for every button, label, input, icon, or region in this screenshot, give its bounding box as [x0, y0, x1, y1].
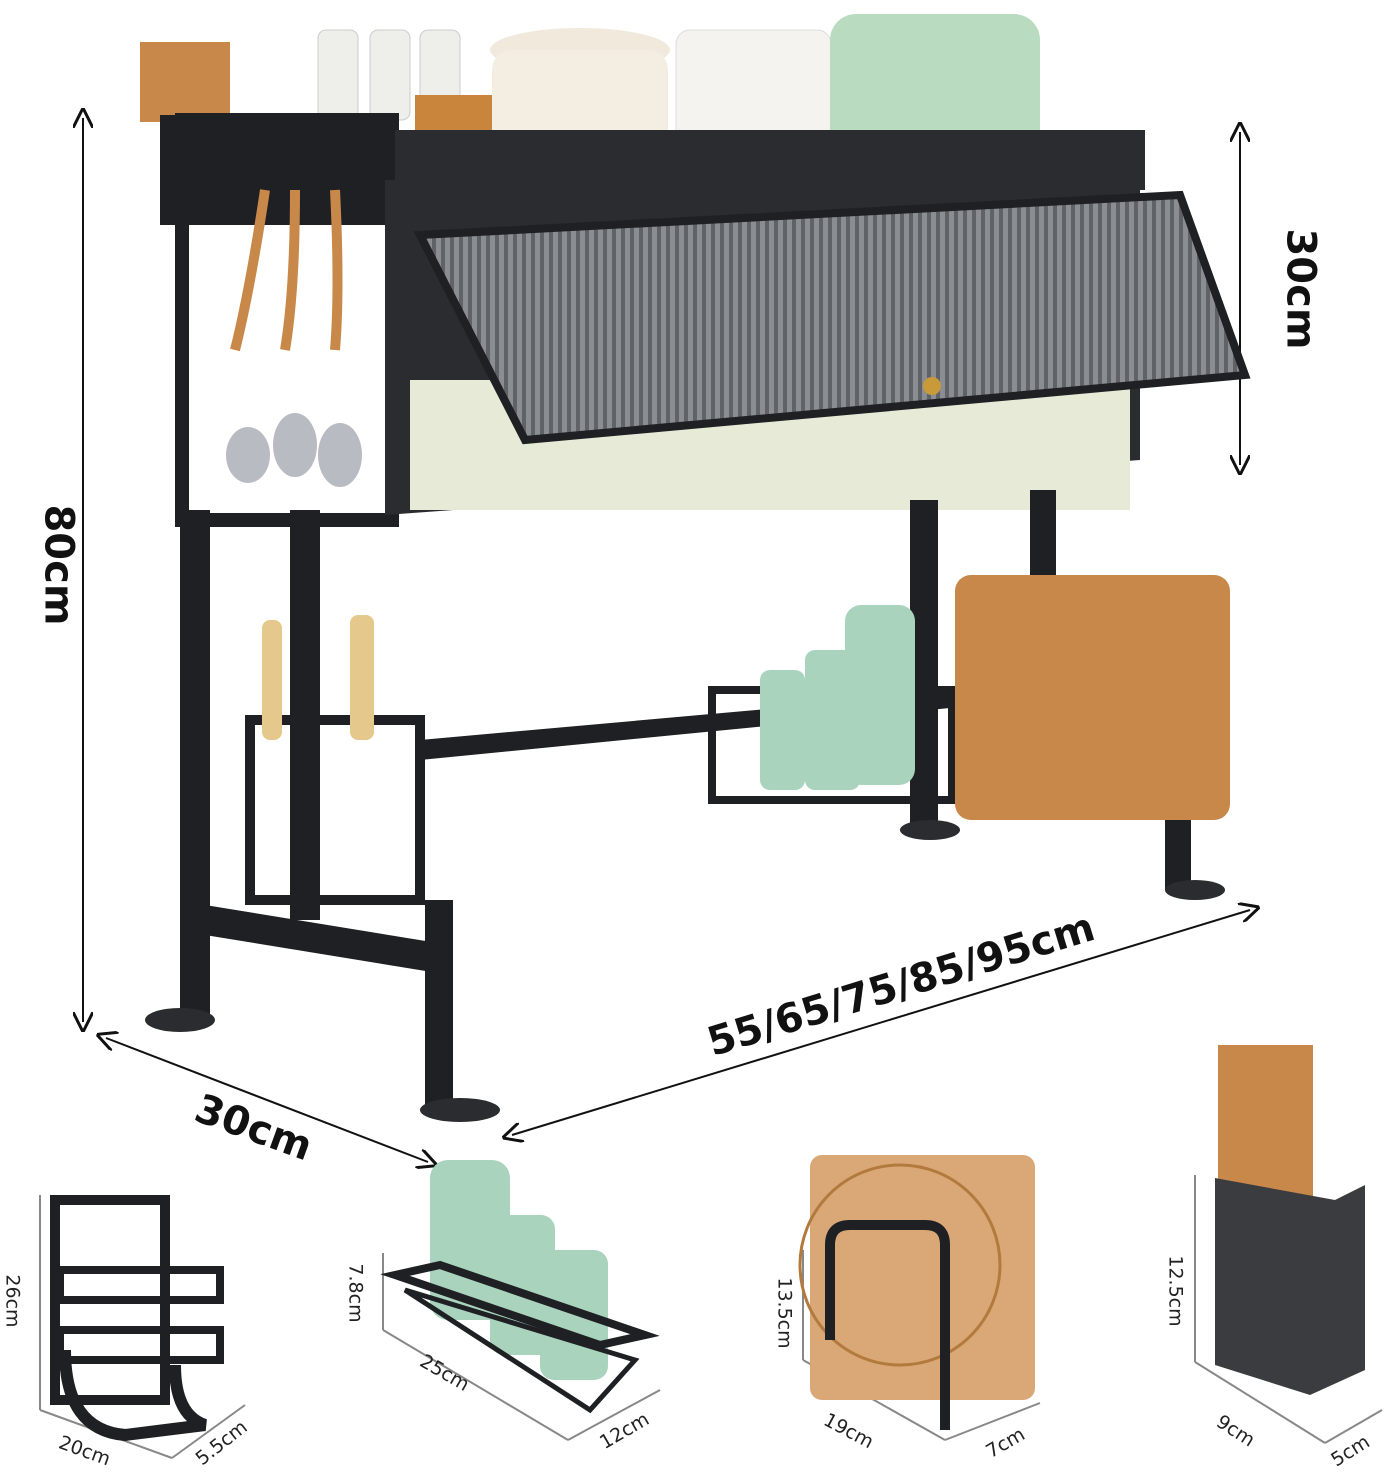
depth-dimension-line: [106, 1038, 428, 1162]
dish-rack: [145, 113, 1251, 1122]
utensil-holder-height: 12.5cm: [1164, 1255, 1187, 1327]
basket-height: 7.8cm: [344, 1263, 367, 1323]
total-height-label: 80cm: [35, 504, 82, 626]
width-dimension-line: [512, 910, 1250, 1135]
knife-holder-height: 26cm: [1, 1274, 24, 1328]
sponge-basket-image: [380, 1160, 661, 1441]
utensil-holder-image: [1194, 1045, 1383, 1444]
knife-holder-image: [39, 1195, 246, 1459]
board-holder-image: [798, 1155, 1041, 1441]
board-holder-height: 13.5cm: [773, 1277, 796, 1349]
upper-height-label: 30cm: [1277, 228, 1324, 350]
